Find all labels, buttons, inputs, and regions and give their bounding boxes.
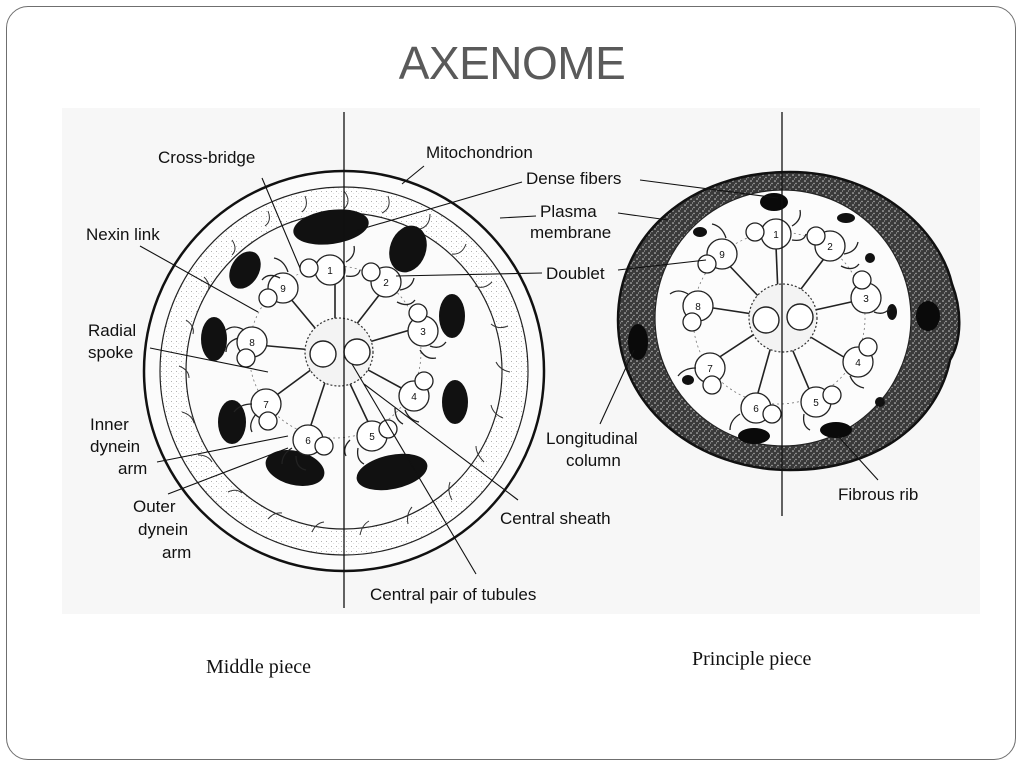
doublet-number: 7 xyxy=(263,400,269,411)
label-dense-fibers: Dense fibers xyxy=(526,169,621,188)
doublet-number: 7 xyxy=(707,364,713,375)
label-outer-dynein-line3: arm xyxy=(162,543,191,562)
doublet-number: 9 xyxy=(280,284,286,295)
fibrous-dark-columns xyxy=(628,193,940,444)
label-outer-dynein-line1: Outer xyxy=(133,497,176,516)
doublet-number: 6 xyxy=(753,404,759,415)
label-nexin-link: Nexin link xyxy=(86,225,160,244)
label-inner-dynein-line3: arm xyxy=(118,459,147,478)
leader-lines xyxy=(139,165,879,575)
doublet-number: 8 xyxy=(249,338,255,349)
label-central-sheath: Central sheath xyxy=(500,509,611,528)
doublet-numbers-middle: 1 2 3 4 5 6 7 8 9 xyxy=(249,266,426,447)
dynein-arms-principle xyxy=(669,209,891,431)
label-inner-dynein-line2: dynein xyxy=(90,437,140,456)
central-tubule-left-principle xyxy=(752,306,780,334)
label-radial-spoke-line1: Radial xyxy=(88,321,136,340)
label-outer-dynein-line2: dynein xyxy=(138,520,188,539)
label-longitudinal-column-line2: column xyxy=(566,451,621,470)
doublet-number: 4 xyxy=(411,392,417,403)
central-tubule-right-principle xyxy=(786,303,814,331)
principle-piece-cross-section: 1 2 3 4 5 6 7 8 9 xyxy=(616,112,961,516)
doublets-middle xyxy=(236,254,439,456)
doublet-number: 4 xyxy=(855,358,861,369)
label-cross-bridge: Cross-bridge xyxy=(158,148,255,167)
doublet-number: 3 xyxy=(420,327,426,338)
caption-principle-piece: Principle piece xyxy=(692,648,812,670)
label-plasma-membrane-line1: Plasma xyxy=(540,202,597,221)
diagram-labels: Cross-bridge Nexin link Radial spoke Inn… xyxy=(86,143,918,604)
label-mitochondrion: Mitochondrion xyxy=(426,143,533,162)
doublet-numbers-principle: 1 2 3 4 5 6 7 8 9 xyxy=(695,230,869,415)
doublet-number: 3 xyxy=(863,294,869,305)
label-plasma-membrane-line2: membrane xyxy=(530,223,611,242)
caption-middle-piece: Middle piece xyxy=(206,656,311,678)
doublet-number: 2 xyxy=(827,242,833,253)
label-radial-spoke-line2: spoke xyxy=(88,343,133,362)
label-fibrous-rib: Fibrous rib xyxy=(838,485,918,504)
outer-dense-fibers xyxy=(201,209,468,491)
doublet-number: 5 xyxy=(813,398,819,409)
middle-piece-cross-section: 1 2 3 4 5 6 7 8 9 xyxy=(142,112,546,608)
doublet-number: 2 xyxy=(383,278,389,289)
doublet-number: 1 xyxy=(327,266,333,277)
slide-title: AXENOME xyxy=(398,37,626,89)
central-tubule-right xyxy=(343,338,371,366)
doublet-number: 8 xyxy=(695,302,701,313)
doublet-number: 9 xyxy=(719,250,725,261)
central-sheath-middle xyxy=(304,317,374,387)
central-sheath-principle xyxy=(748,283,818,353)
inner-dense-fibers-principle xyxy=(682,213,897,407)
mitochondrial-cristae xyxy=(178,190,511,536)
axoneme-ring-principle xyxy=(692,231,866,405)
label-inner-dynein-line1: Inner xyxy=(90,415,129,434)
label-doublet: Doublet xyxy=(546,264,605,283)
doublet-number: 5 xyxy=(369,432,375,443)
central-tubule-left xyxy=(309,340,337,368)
label-longitudinal-column-line1: Longitudinal xyxy=(546,429,638,448)
doublet-number: 1 xyxy=(773,230,779,241)
doublets-principle xyxy=(682,218,882,424)
doublet-number: 6 xyxy=(305,436,311,447)
dynein-arms-middle xyxy=(225,245,447,471)
label-central-pair: Central pair of tubules xyxy=(370,585,536,604)
